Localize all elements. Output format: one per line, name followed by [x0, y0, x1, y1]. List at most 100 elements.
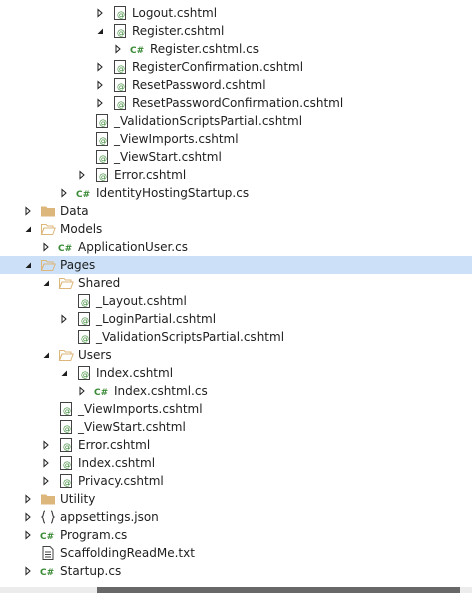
- tree-item[interactable]: @ _ValidationScriptsPartial.cshtml: [0, 328, 472, 346]
- tree-item[interactable]: Utility: [0, 490, 472, 508]
- razor-file-icon: @: [94, 113, 110, 129]
- tree-item[interactable]: C#Index.cshtml.cs: [0, 382, 472, 400]
- csharp-file-icon: C#: [40, 563, 56, 579]
- tree-item-label: _ViewImports.cshtml: [114, 132, 239, 146]
- tree-item[interactable]: @_ViewStart.cshtml: [0, 418, 472, 436]
- expand-arrow-collapsed-icon[interactable]: [22, 562, 34, 580]
- tree-item[interactable]: Models: [0, 220, 472, 238]
- razor-file-icon: @: [112, 5, 128, 21]
- tree-item[interactable]: @Index.cshtml: [0, 454, 472, 472]
- tree-item-label: Error.cshtml: [78, 438, 151, 452]
- expand-arrow-collapsed-icon[interactable]: [22, 490, 34, 508]
- expand-arrow-expanded-icon[interactable]: [22, 220, 34, 238]
- svg-text:@: @: [63, 478, 71, 487]
- expand-arrow-collapsed-icon[interactable]: [40, 472, 52, 490]
- razor-file-icon: @: [58, 455, 74, 471]
- tree-item[interactable]: C#Register.cshtml.cs: [0, 40, 472, 58]
- tree-item-label: ResetPasswordConfirmation.cshtml: [132, 96, 344, 110]
- tree-item[interactable]: Data: [0, 202, 472, 220]
- tree-item[interactable]: C#Startup.cs: [0, 562, 472, 580]
- razor-file-icon: @: [112, 95, 128, 111]
- tree-item-label: Shared: [78, 276, 121, 290]
- tree-item[interactable]: @_ViewImports.cshtml: [0, 130, 472, 148]
- svg-text:C#: C#: [130, 46, 144, 56]
- tree-item[interactable]: C# Program.cs: [0, 526, 472, 544]
- expand-arrow-collapsed-icon[interactable]: [40, 454, 52, 472]
- svg-text:@: @: [63, 406, 71, 415]
- expand-arrow-collapsed-icon[interactable]: [40, 238, 52, 256]
- tree-item[interactable]: @_Layout.cshtml: [0, 292, 472, 310]
- expand-arrow-collapsed-icon[interactable]: [94, 94, 106, 112]
- svg-text:C#: C#: [40, 568, 54, 578]
- tree-item[interactable]: ScaffoldingReadMe.txt: [0, 544, 472, 562]
- expand-arrow-collapsed-icon[interactable]: [112, 40, 124, 58]
- folder-icon: [40, 491, 56, 507]
- text-file-icon: [40, 545, 56, 561]
- expand-arrow-collapsed-icon[interactable]: [22, 526, 34, 544]
- tree-item[interactable]: @Privacy.cshtml: [0, 472, 472, 490]
- expand-arrow-expanded-icon[interactable]: [58, 364, 70, 382]
- tree-item[interactable]: @RegisterConfirmation.cshtml: [0, 58, 472, 76]
- svg-text:C#: C#: [76, 190, 90, 200]
- expand-arrow-collapsed-icon[interactable]: [22, 202, 34, 220]
- svg-text:@: @: [63, 424, 71, 433]
- svg-text:C#: C#: [40, 532, 54, 542]
- razor-file-icon: @: [58, 401, 74, 417]
- tree-item-label: _LoginPartial.cshtml: [96, 312, 217, 326]
- svg-text:@: @: [81, 334, 89, 343]
- expand-arrow-collapsed-icon[interactable]: [40, 436, 52, 454]
- tree-item[interactable]: appsettings.json: [0, 508, 472, 526]
- expand-arrow-expanded-icon[interactable]: [22, 256, 34, 274]
- horizontal-scrollbar[interactable]: [0, 587, 472, 593]
- tree-item[interactable]: C# ApplicationUser.cs: [0, 238, 472, 256]
- tree-item-label: Users: [78, 348, 112, 362]
- tree-item-label: Program.cs: [60, 528, 128, 542]
- svg-text:@: @: [117, 100, 125, 109]
- expand-arrow-expanded-icon[interactable]: [94, 22, 106, 40]
- tree-item[interactable]: @ Error.cshtml: [0, 436, 472, 454]
- tree-item[interactable]: Shared: [0, 274, 472, 292]
- expand-arrow-collapsed-icon[interactable]: [58, 184, 70, 202]
- tree-item[interactable]: @ _LoginPartial.cshtml: [0, 310, 472, 328]
- svg-text:C#: C#: [94, 388, 108, 398]
- tree-item[interactable]: @ResetPassword.cshtml: [0, 76, 472, 94]
- tree-item-label: IdentityHostingStartup.cs: [96, 186, 250, 200]
- tree-item-label: RegisterConfirmation.cshtml: [132, 60, 304, 74]
- tree-item[interactable]: Users: [0, 346, 472, 364]
- tree-item-label: ApplicationUser.cs: [78, 240, 188, 254]
- tree-item-label: Models: [60, 222, 103, 236]
- tree-item[interactable]: @Error.cshtml: [0, 166, 472, 184]
- tree-item-label: _ValidationScriptsPartial.cshtml: [96, 330, 285, 344]
- tree-item-label: _ViewImports.cshtml: [78, 402, 203, 416]
- expand-arrow-collapsed-icon[interactable]: [94, 76, 106, 94]
- expand-arrow-expanded-icon[interactable]: [40, 274, 52, 292]
- tree-item[interactable]: C# IdentityHostingStartup.cs: [0, 184, 472, 202]
- tree-item[interactable]: @ Index.cshtml: [0, 364, 472, 382]
- tree-item-label: Data: [60, 204, 89, 218]
- expand-arrow-collapsed-icon[interactable]: [22, 508, 34, 526]
- folder-open-icon: [40, 257, 56, 273]
- expand-arrow-collapsed-icon[interactable]: [76, 166, 88, 184]
- tree-item-label: Index.cshtml: [96, 366, 174, 380]
- expand-arrow-collapsed-icon[interactable]: [94, 58, 106, 76]
- expand-arrow-collapsed-icon[interactable]: [94, 4, 106, 22]
- svg-text:@: @: [117, 10, 125, 19]
- tree-item[interactable]: @Register.cshtml: [0, 22, 472, 40]
- tree-item-label: _Layout.cshtml: [96, 294, 187, 308]
- csharp-file-icon: C#: [58, 239, 74, 255]
- tree-item[interactable]: @ _ViewImports.cshtml: [0, 400, 472, 418]
- tree-item[interactable]: Pages: [0, 256, 472, 274]
- tree-item[interactable]: @ ResetPasswordConfirmation.cshtml: [0, 94, 472, 112]
- horizontal-scrollbar-thumb[interactable]: [97, 587, 460, 593]
- expand-arrow-collapsed-icon[interactable]: [76, 382, 88, 400]
- tree-item[interactable]: @_ViewStart.cshtml: [0, 148, 472, 166]
- svg-text:@: @: [81, 370, 89, 379]
- razor-file-icon: @: [58, 437, 74, 453]
- expand-arrow-collapsed-icon[interactable]: [58, 310, 70, 328]
- expand-arrow-expanded-icon[interactable]: [40, 346, 52, 364]
- razor-file-icon: @: [76, 311, 92, 327]
- tree-item[interactable]: @Logout.cshtml: [0, 4, 472, 22]
- razor-file-icon: @: [112, 23, 128, 39]
- tree-item-label: _ValidationScriptsPartial.cshtml: [114, 114, 303, 128]
- tree-item[interactable]: @ _ValidationScriptsPartial.cshtml: [0, 112, 472, 130]
